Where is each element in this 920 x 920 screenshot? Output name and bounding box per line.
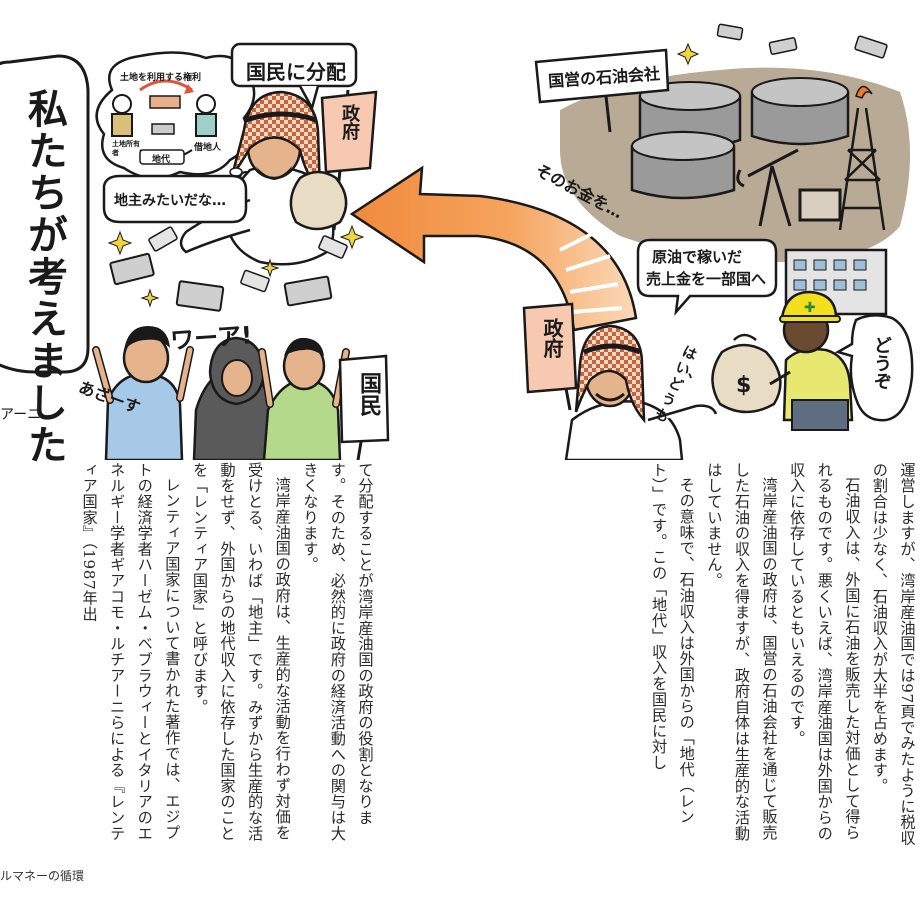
svg-text:✚: ✚	[804, 300, 816, 316]
oil-sales-note-line2: 売上金を一部国へ	[646, 270, 767, 288]
paragraph: て分配することが湾岸産油国の政府の役割となります。そのため、必然的に政府の経済活…	[300, 462, 374, 842]
oil-worker: ✚ $	[711, 290, 854, 431]
citizens-sign	[338, 354, 390, 460]
sheikh-receiving	[564, 324, 718, 460]
rent-label: 地代	[152, 155, 171, 165]
thought-title-text: 土地を利用する権利	[120, 73, 202, 83]
svg-text:$: $	[736, 373, 751, 398]
government-sign-left-text: 政府	[339, 104, 360, 140]
cheer-text: ワーア!	[169, 321, 254, 355]
left-page-text: て分配することが湾岸産油国の政府の役割となります。そのため、必然的に政府の経済活…	[0, 462, 378, 850]
citizens-crowd	[92, 326, 350, 460]
money-bundles	[109, 226, 348, 312]
oil-derrick	[838, 85, 886, 231]
money-flow-arrow	[349, 165, 638, 332]
tenant-label: 借地人	[194, 143, 222, 153]
running-footer: ルマネーの循環	[0, 869, 85, 883]
paragraph: 石油収入は、外国に石油を販売した対価として得られるものです。悪くいえば、湾岸産油…	[787, 462, 861, 842]
author-fragment: アーニ	[0, 407, 42, 423]
government-sign-right-text: 政府	[540, 318, 564, 358]
oil-sales-note-line1: 原油で稼いだ	[652, 248, 743, 266]
oil-sales-note	[636, 238, 778, 316]
pump-jack	[736, 148, 842, 227]
flying-cash	[716, 23, 888, 59]
paragraph: 湾岸産油国の政府は、生産的な活動を行わず対価を受けとる、いわば「地主」です。みず…	[190, 462, 292, 842]
right-page-text: 運営しますが、湾岸産油国では97頁でみたように税収の割合は少なく、石油収入が大半…	[540, 462, 920, 850]
landowner-label: 土地所有者	[112, 140, 140, 157]
tenant-figure	[196, 94, 216, 114]
headline: 私たちが考えました	[21, 88, 67, 466]
paragraph: その意味で、石油収入は外国からの「地代（レント）」です。この「地代」収入を国民に…	[649, 462, 696, 825]
offer-bubble	[834, 314, 914, 422]
speech-distribute-text: 国民に分配	[246, 60, 346, 84]
landowner-figure	[112, 94, 132, 114]
paragraph: 湾岸産油国の政府は、国営の石油会社を通じて販売した石油の収入を得ますが、政府自体…	[704, 462, 779, 842]
offer-text: どうぞ	[871, 336, 892, 390]
illustration: ✚ $	[0, 23, 914, 460]
company-sign	[534, 48, 670, 133]
citizens-sign-text: 国民	[356, 372, 381, 416]
musing-text: 地主みたいだな…	[114, 193, 226, 209]
paragraph: 運営しますが、湾岸産油国では97頁でみたように税収の割合は少なく、石油収入が大半…	[870, 462, 916, 846]
headline-bubble	[0, 54, 90, 374]
government-sign-right	[522, 302, 578, 411]
musing-bubble	[102, 174, 248, 224]
thought-bubble-rent-diagram	[95, 51, 261, 195]
paragraph: レンティア国家について書かれた著作では、エジプトの経済学者ハーゼム・ベブラウィー…	[80, 462, 181, 842]
oil-field	[560, 67, 910, 263]
